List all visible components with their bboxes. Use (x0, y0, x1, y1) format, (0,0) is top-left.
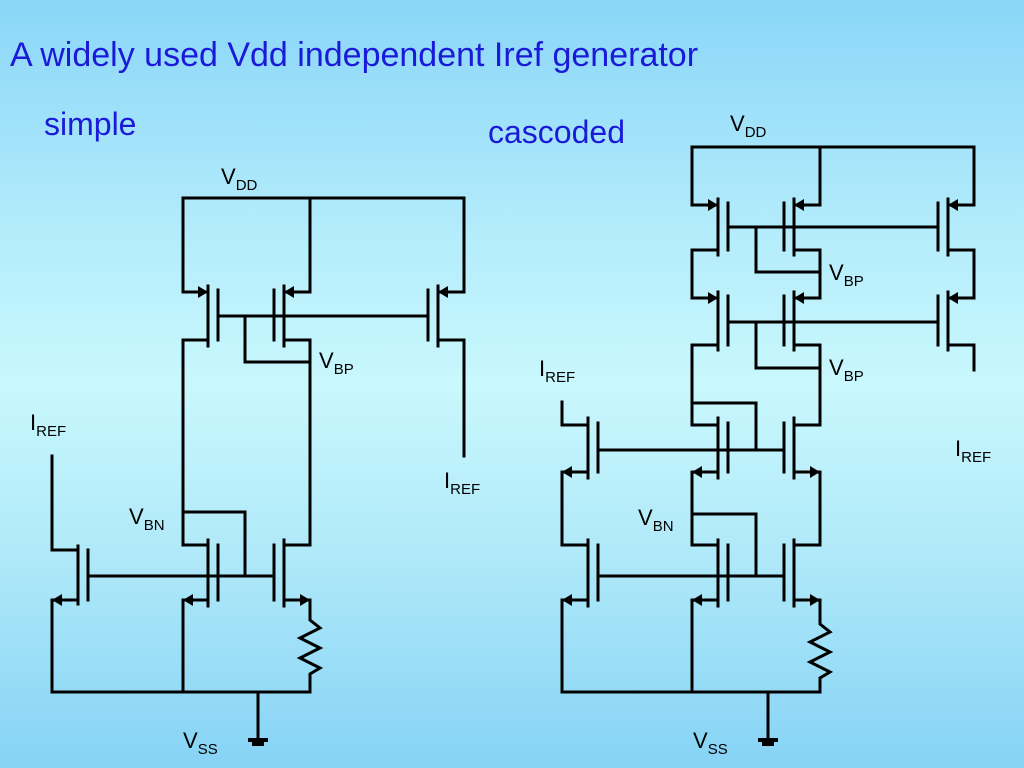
simple-circuit: VDD VBP VBN IREF IREF VSS (30, 164, 480, 758)
node-label: VBN (638, 505, 674, 535)
node-label: IREF (30, 410, 66, 440)
node-label: IREF (539, 356, 575, 386)
node-label: VDD (221, 164, 258, 194)
node-label: VBP (829, 260, 864, 290)
simple-resistor (256, 598, 324, 694)
node-label: IREF (955, 436, 991, 466)
simple-heading: simple (44, 106, 137, 142)
cascoded-heading: cascoded (488, 114, 625, 150)
cascoded-resistor (766, 598, 834, 694)
simple-vdd-rail (181, 196, 466, 294)
node-label: VBN (129, 504, 165, 534)
node-label: VBP (319, 348, 354, 378)
slide-title: A widely used Vdd independent Iref gener… (10, 36, 699, 74)
node-label: VSS (693, 728, 728, 758)
node-label: VDD (730, 111, 767, 141)
node-label: VBP (829, 355, 864, 385)
node-label: VSS (183, 728, 218, 758)
cascoded-vdd-rail (690, 145, 976, 207)
cascoded-circuit: VDD VBP VBP VBN IREF IREF VSS (539, 111, 991, 758)
node-label: IREF (444, 468, 480, 498)
